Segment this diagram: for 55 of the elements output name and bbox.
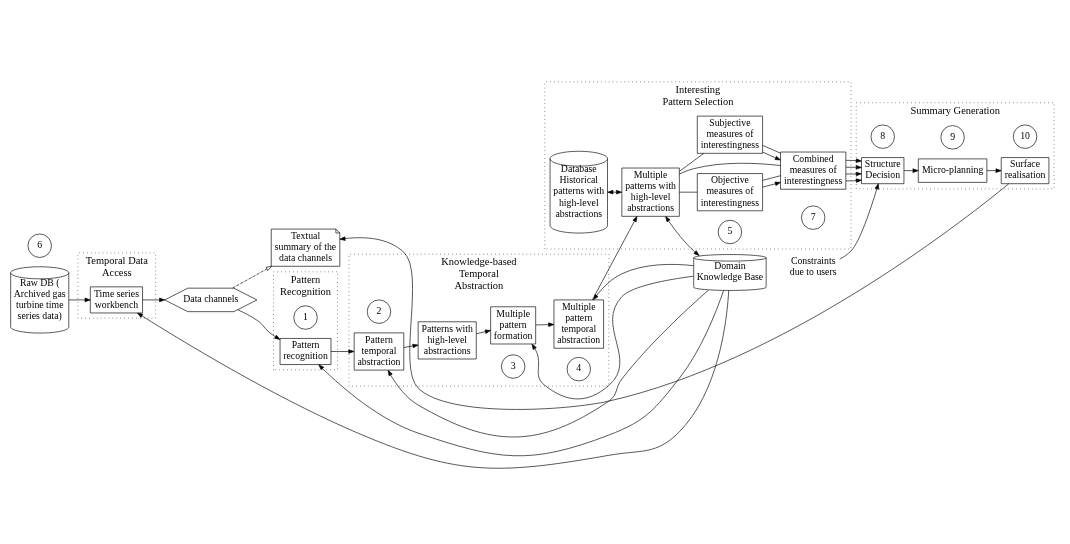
arrow <box>762 181 781 187</box>
arrow <box>607 189 622 194</box>
node-box: Multiple pattern formation <box>490 305 536 344</box>
arrow <box>903 168 919 173</box>
arrow <box>403 343 419 348</box>
node-box: Combined measures of interestingness <box>780 151 847 190</box>
node-box: Time series workbench <box>90 286 143 313</box>
arrow <box>339 182 1010 410</box>
arrow <box>592 215 638 300</box>
node-box: Pattern recognition <box>279 337 332 365</box>
node-box: Multiple pattern temporal abstraction <box>553 299 604 349</box>
arrow <box>845 157 862 163</box>
node-box: Surface realisation <box>1000 156 1050 184</box>
node-box: Subjective measures of interestingness <box>696 115 763 154</box>
arrow <box>531 275 694 399</box>
node-circle: 7 <box>801 205 826 230</box>
arrow <box>845 178 862 183</box>
node-circle: 5 <box>717 219 742 244</box>
arrow <box>986 168 1002 173</box>
node-circle: 2 <box>366 299 392 324</box>
arrow <box>593 263 694 300</box>
connector <box>679 162 781 174</box>
connector <box>762 174 781 181</box>
arrow <box>237 308 281 340</box>
node-box: Patterns with high-level abstractions <box>417 320 477 359</box>
arrow <box>137 289 730 469</box>
node-circle: 8 <box>870 124 895 149</box>
node-circle: 4 <box>566 356 591 381</box>
connector <box>679 191 698 192</box>
arrow <box>318 289 724 456</box>
node-circle: 3 <box>501 353 526 379</box>
arrow <box>845 164 862 169</box>
arrow <box>535 322 555 327</box>
arrow <box>68 297 91 302</box>
arrow <box>665 215 700 256</box>
node-box: Micro-planning <box>917 158 988 183</box>
node-box: Multiple patterns with high-level abstractions <box>621 167 680 217</box>
node-text: Constraints due to users <box>789 254 837 277</box>
arrow <box>330 348 355 354</box>
node-box: Objective measures of interestingness <box>696 172 763 211</box>
connector <box>679 152 705 172</box>
node-box: Structure Decision <box>861 156 905 184</box>
arrow <box>762 151 781 160</box>
node-circle: 6 <box>27 233 52 258</box>
arrow <box>845 171 862 176</box>
arrow <box>839 182 879 259</box>
arrow <box>232 265 272 288</box>
node-circle: 10 <box>1013 124 1038 149</box>
node-circle: 9 <box>940 124 965 149</box>
arrow <box>476 329 491 334</box>
arrow <box>387 289 709 437</box>
node-box: Pattern temporal abstraction <box>353 332 405 370</box>
arrow <box>142 297 166 302</box>
node-circle: 1 <box>293 304 318 330</box>
connector <box>762 144 781 154</box>
